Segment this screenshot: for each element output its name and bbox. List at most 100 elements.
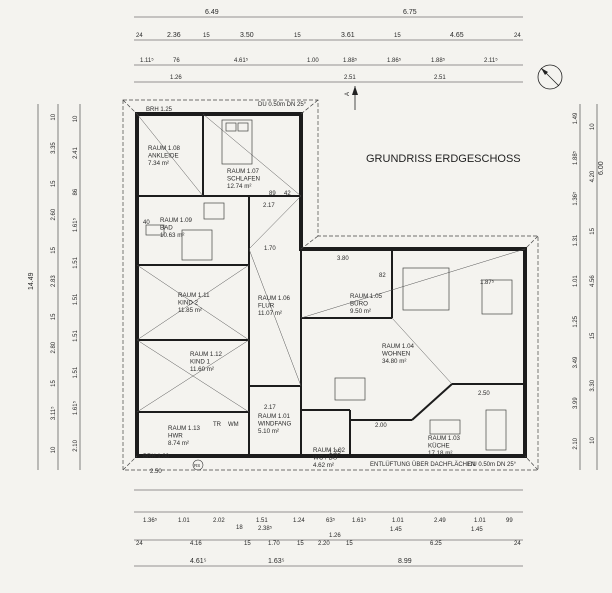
svg-text:18: 18 [236,525,243,531]
svg-text:1.24: 1.24 [293,518,305,524]
svg-text:BRH 1.00: BRH 1.00 [143,454,170,460]
dim-label: 1.51 [73,330,79,342]
svg-text:WM: WM [228,422,239,428]
room-r113-area: 8.74 m² [168,440,189,447]
dim-label: 15 [51,246,57,253]
dim-label: 15 [51,379,57,386]
room-r105-use: BÜRO [350,301,368,308]
dim-row3-top: 1.11⁵ 76 4.61⁵ 1.00 1.88⁵ 1.86⁵ 1.88⁵ 2.… [140,57,498,81]
svg-text:89: 89 [269,191,276,197]
room-r104-name: RAUM 1.04 [382,343,415,350]
dim-label: 3.35 [51,142,57,154]
svg-text:4.65: 4.65 [450,32,464,39]
dim-label: 2.80 [51,341,57,353]
dim-label: 2.60 [51,208,57,220]
room-r105-name: RAUM 1.05 [350,293,383,300]
svg-text:1.45: 1.45 [471,527,483,533]
drawing-title: GRUNDRISS ERDGESCHOSS [366,153,521,165]
svg-text:4.61⁵: 4.61⁵ [234,57,249,64]
kitchen-island-icon [429,419,461,435]
dim-label: 1.61⁵ [72,400,79,415]
svg-text:2.17: 2.17 [263,203,275,209]
sofa-icon [402,267,450,311]
dim-left-14.49: 14.49 [28,272,35,290]
svg-text:1.26: 1.26 [170,75,182,81]
svg-text:15: 15 [203,33,210,39]
dim-label: 2.41 [73,147,79,159]
dim-right-6.00: 6.00 [598,161,605,175]
svg-text:24: 24 [136,541,143,547]
svg-text:76: 76 [173,58,180,64]
svg-text:1.63⁵: 1.63⁵ [268,558,285,565]
section-marker-top: A [345,86,358,110]
dim-label: 10 [51,113,57,120]
room-r107-name: RAUM 1.07 [227,168,260,175]
svg-text:2.51: 2.51 [434,75,446,81]
room-r102-use: WC / DU [313,455,337,462]
svg-text:24: 24 [136,33,143,39]
room-r112-name: RAUM 1.12 [190,351,223,358]
room-r107-use: SCHLAFEN [227,176,260,183]
svg-text:2.49: 2.49 [434,518,446,524]
room-r106-use: FLUR [258,303,275,310]
dim-label: 1.31 [573,234,579,246]
sink-icon [145,224,165,236]
svg-text:A: A [345,92,351,96]
dim-top-6.75: 6.75 [403,9,417,16]
dim-label: 10 [590,437,596,444]
svg-text:DU 0.50m DN 25°: DU 0.50m DN 25° [468,462,517,468]
room-r106-name: RAUM 1.06 [258,295,291,302]
dim-label: 3.30 [590,379,596,391]
bathtub-icon [181,229,213,261]
kitchen-counter-icon [485,409,507,451]
svg-text:2.50: 2.50 [150,469,162,475]
svg-text:2.02: 2.02 [213,518,225,524]
svg-text:2.17: 2.17 [264,405,276,411]
svg-text:82: 82 [379,273,386,279]
bed-icon [221,119,253,165]
svg-text:1.45: 1.45 [390,527,402,533]
svg-text:2.11⁵: 2.11⁵ [484,57,498,64]
dim-label: 10 [51,446,57,453]
room-r103-name: RAUM 1.03 [428,435,461,442]
room-r104-area: 34.80 m² [382,358,406,365]
svg-text:1.88⁵: 1.88⁵ [431,57,446,64]
svg-text:2.38⁵: 2.38⁵ [258,525,273,532]
svg-text:2.36: 2.36 [167,32,181,39]
room-r111-use: KIND 2 [178,300,199,307]
dim-label: 1.51 [73,256,79,268]
svg-text:6.25: 6.25 [430,541,442,547]
dim-label: 86 [73,188,79,195]
room-r112-area: 11.60 m² [190,366,214,373]
room-r111-name: RAUM 1.11 [178,292,210,299]
svg-text:1.51: 1.51 [256,518,268,524]
left-dimensions [37,104,81,470]
svg-text:RS: RS [194,463,200,468]
svg-text:63⁵: 63⁵ [326,517,336,524]
dim-label: 1.25 [573,315,579,327]
dim-label: 15 [590,227,596,234]
room-r109-name: RAUM 1.09 [160,217,193,224]
svg-text:1.01: 1.01 [392,518,404,524]
room-r108-name: RAUM 1.08 [148,145,181,152]
room-r111-area: 11.85 m² [178,307,202,314]
svg-text:15: 15 [394,33,401,39]
svg-text:1.88⁵: 1.88⁵ [343,57,358,64]
svg-text:1.26: 1.26 [329,533,341,539]
svg-text:1.01: 1.01 [474,518,486,524]
svg-text:2.00: 2.00 [375,423,387,429]
roof-outline [122,99,539,471]
dim-label: 2.10 [573,437,579,449]
svg-text:15: 15 [244,541,251,547]
room-r109-use: BAD [160,225,173,232]
dining-table-icon [334,377,366,401]
inner-walls [137,114,525,456]
room-r103-use: KÜCHE [428,443,450,450]
svg-text:TR: TR [213,422,222,428]
svg-text:2.50: 2.50 [478,391,490,397]
svg-text:1.01: 1.01 [178,518,190,524]
svg-text:DU 0.50m DN 25°: DU 0.50m DN 25° [258,102,307,108]
